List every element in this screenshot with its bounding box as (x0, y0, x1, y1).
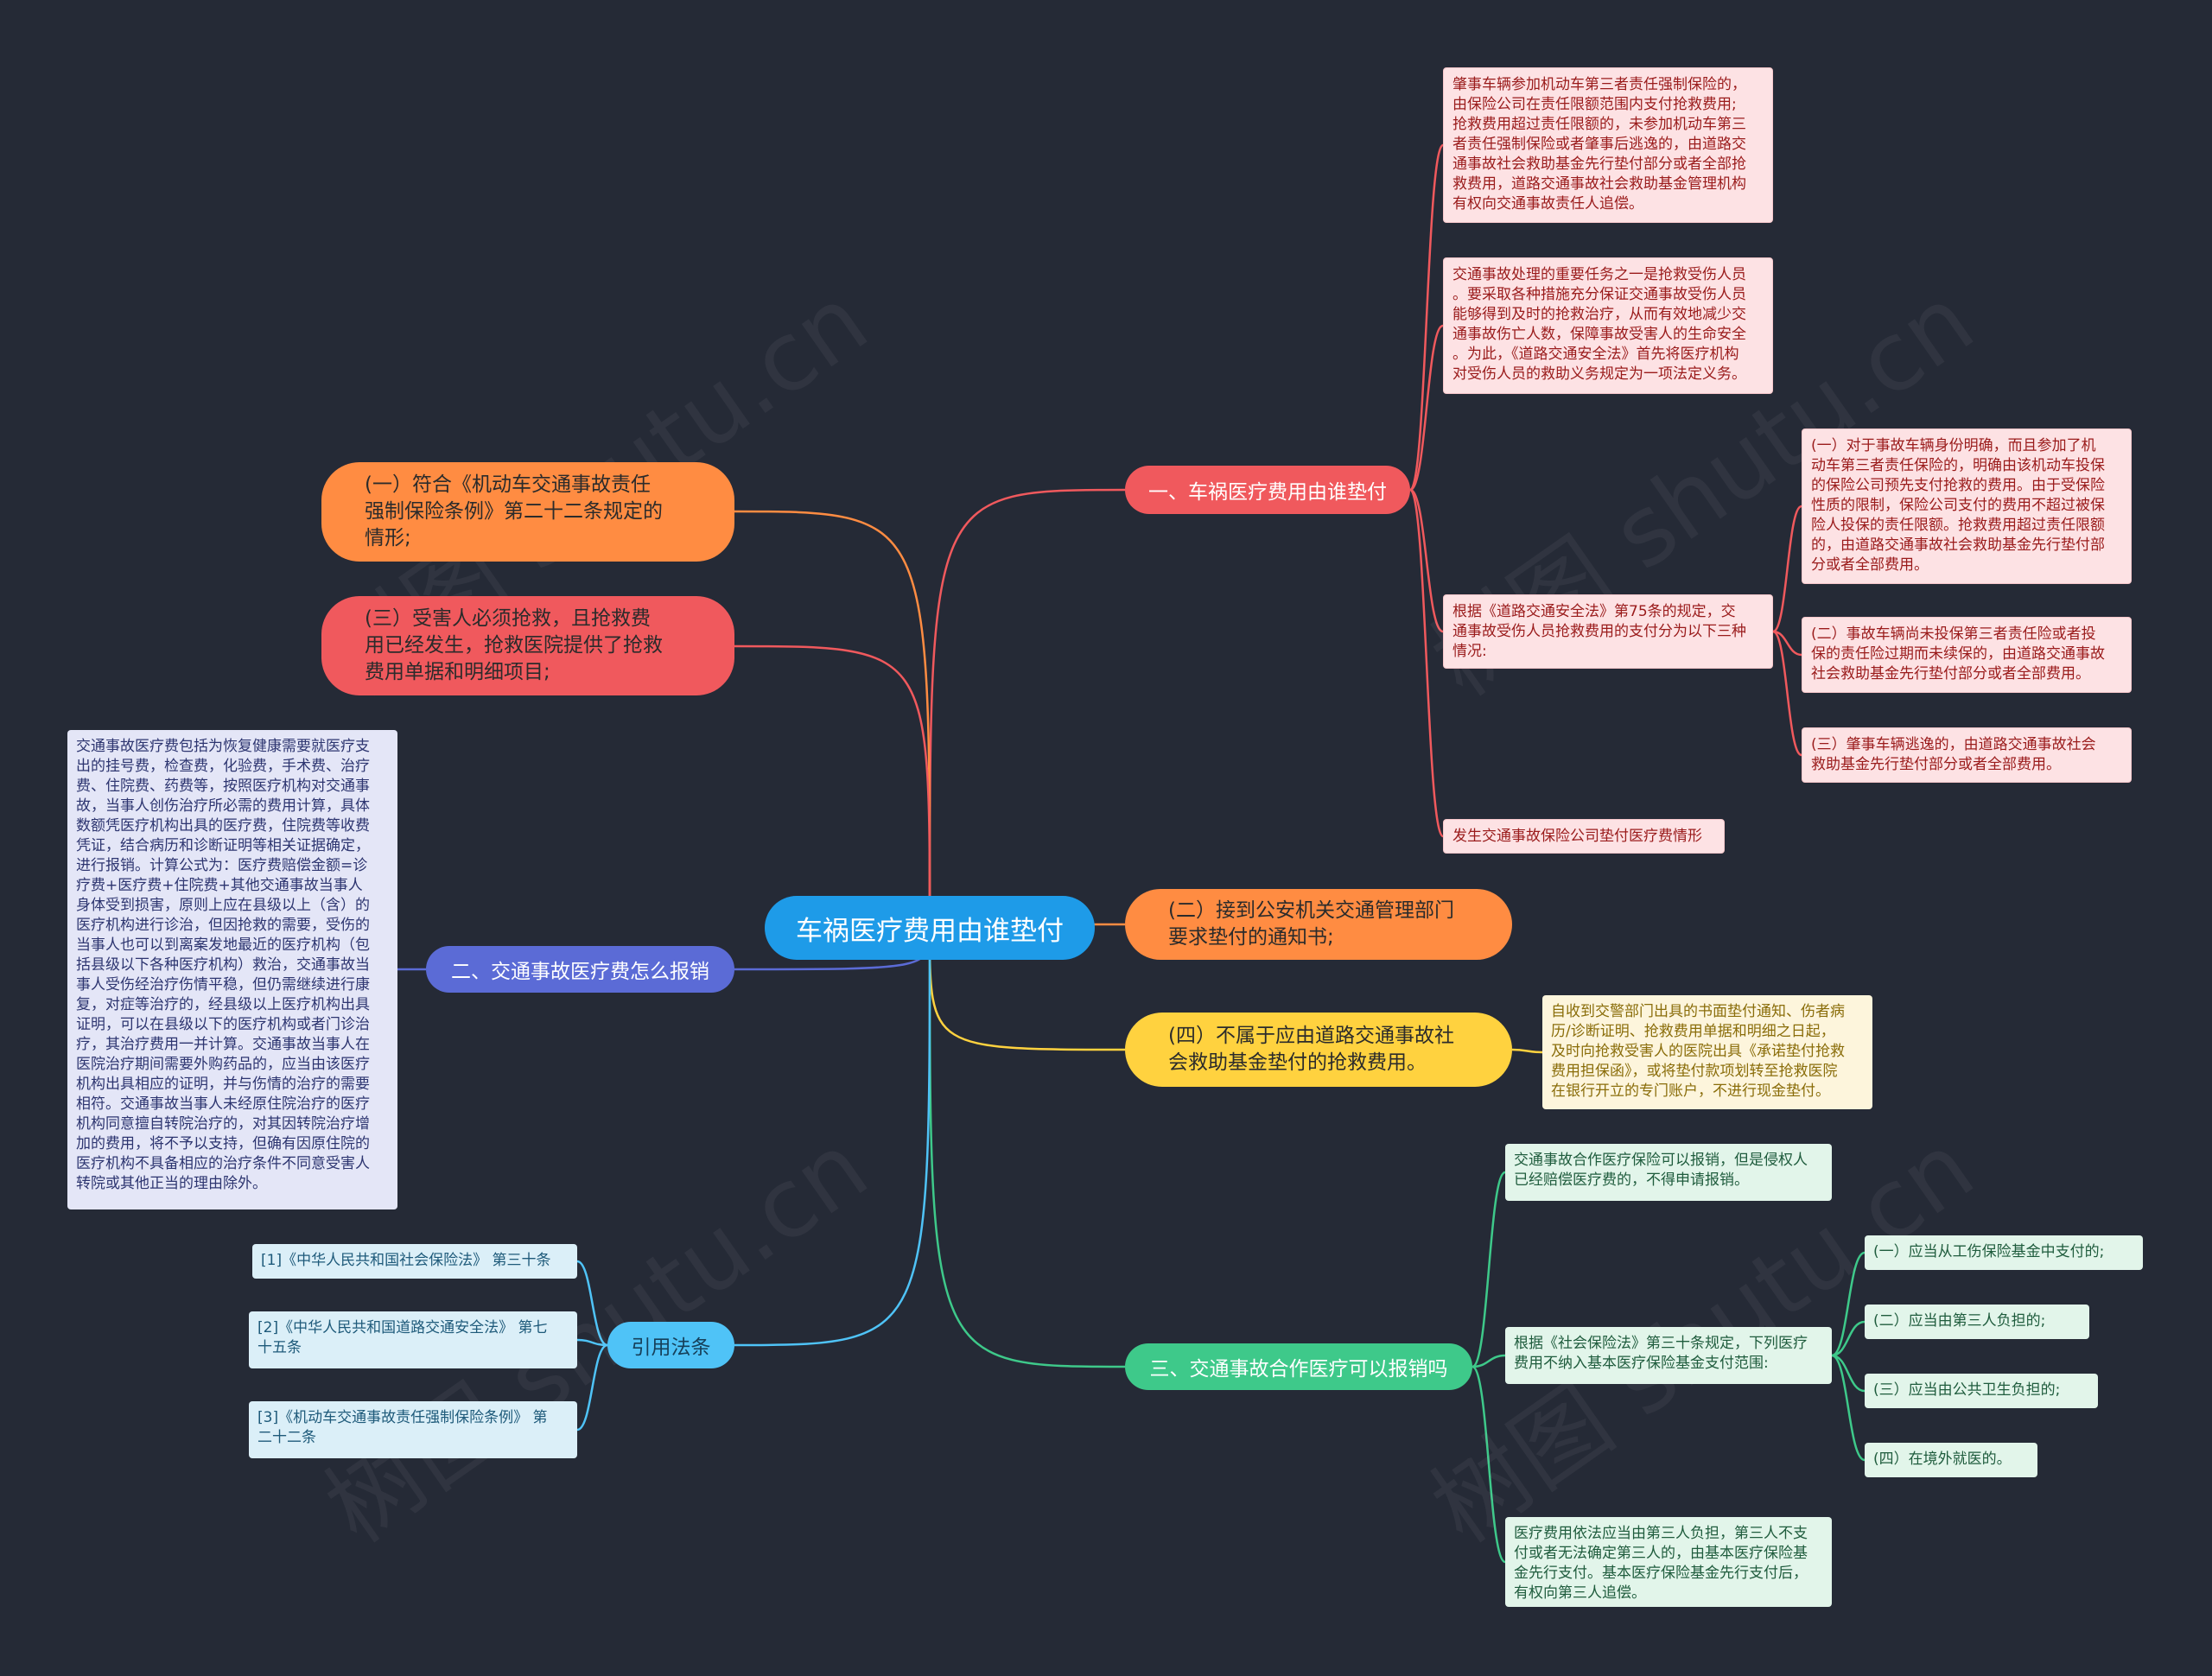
link-root-left-bubble-2 (734, 644, 931, 929)
link-b1-sub3 (1772, 630, 1802, 757)
link-b1-note4 (1408, 488, 1445, 838)
link-b1-note2 (1409, 324, 1444, 492)
link-b3-item1 (1831, 1251, 1866, 1357)
reference-1[interactable]: [1]《中华人民共和国社会保险法》 第三十条 (252, 1244, 577, 1279)
branch-3-note-2: 根据《社会保险法》第三十条规定，下列医疗 费用不纳入基本医疗保险基金支付范围: (1505, 1327, 1832, 1384)
link-b3-item4 (1831, 1354, 1866, 1462)
branch-3-note-1: 交通事故合作医疗保险可以报销，但是侵权人 已经赔偿医疗费的，不得申请报销。 (1505, 1144, 1832, 1201)
branch-1-sub-1: (一）对于事故车辆身份明确，而且参加了机 动车第三者责任保险的，明确由该机动车投… (1802, 429, 2132, 584)
branch-1-note-1: 肇事车辆参加机动车第三者责任强制保险的， 由保险公司在责任限额范围内支付抢救费用… (1443, 67, 1773, 223)
right-bubble-2-note: 自收到交警部门出具的书面垫付通知、伤者病 历/诊断证明、抢救费用单据和明细之日起… (1542, 995, 1872, 1109)
left-bubble-2[interactable]: (三）受害人必须抢救，且抢救费 用已经发生，抢救医院提供了抢救 费用单据和明细项… (321, 596, 734, 695)
link-b1-sub1 (1772, 505, 1802, 633)
link-root-branch4 (734, 927, 931, 1347)
link-root-branch1 (928, 488, 1126, 929)
link-b1-note1 (1408, 143, 1445, 492)
branch-2-topic[interactable]: 二、交通事故医疗费怎么报销 (426, 946, 734, 993)
branch-3-item-1: (一）应当从工伤保险基金中支付的; (1865, 1235, 2143, 1270)
root-topic[interactable]: 车祸医疗费用由谁垫付 (765, 896, 1095, 960)
branch-1-sub-2: (二）事故车辆尚未投保第三者责任险或者投 保的责任险过期而未续保的，由道路交通事… (1802, 617, 2132, 693)
reference-3[interactable]: [3]《机动车交通事故责任强制保险条例》 第 二十二条 (249, 1401, 577, 1458)
branch-3-note-3: 医疗费用依法应当由第三人负担，第三人不支 付或者无法确定第三人的，由基本医疗保险… (1505, 1517, 1832, 1607)
branch-3-topic[interactable]: 三、交通事故合作医疗可以报销吗 (1125, 1343, 1472, 1390)
link-b3-item2 (1831, 1320, 1866, 1357)
branch-4-topic[interactable]: 引用法条 (607, 1322, 734, 1368)
reference-2[interactable]: [2]《中华人民共和国道路交通安全法》 第七 十五条 (249, 1311, 577, 1368)
branch-1-note-2: 交通事故处理的重要任务之一是抢救受伤人员 。要采取各种措施充分保证交通事故受伤人… (1443, 257, 1773, 394)
right-bubble-2[interactable]: (四）不属于应由道路交通事故社 会救助基金垫付的抢救费用。 (1125, 1013, 1512, 1087)
link-b3-note1 (1471, 1171, 1506, 1368)
right-bubble-1[interactable]: (二）接到公安机关交通管理部门 要求垫付的通知书; (1125, 889, 1512, 960)
link-b4-ref1 (576, 1260, 608, 1347)
branch-1-sub-3: (三）肇事车辆逃逸的，由道路交通事故社会 救助基金先行垫付部分或者全部费用。 (1802, 727, 2132, 783)
link-b4-ref2 (576, 1338, 608, 1347)
left-bubble-1[interactable]: (一）符合《机动车交通事故责任 强制保险条例》第二十二条规定的 情形; (321, 462, 734, 562)
link-root-branch3 (928, 927, 1126, 1368)
branch-3-item-2: (二）应当由第三人负担的; (1865, 1305, 2089, 1339)
branch-1-topic[interactable]: 一、车祸医疗费用由谁垫付 (1125, 466, 1410, 514)
link-root-left-bubble-1 (734, 510, 931, 929)
branch-1-note-3: 根据《道路交通安全法》第75条的规定，交 通事故受伤人员抢救费用的支付分为以下三… (1443, 594, 1773, 669)
branch-1-note-4: 发生交通事故保险公司垫付医疗费情形 (1443, 819, 1725, 854)
link-b1-note3 (1409, 488, 1444, 633)
link-rb2-note (1511, 1048, 1543, 1054)
link-b3-note2 (1471, 1354, 1506, 1368)
branch-3-item-3: (三）应当由公共卫生负担的; (1865, 1374, 2098, 1408)
branch-2-note: 交通事故医疗费包括为恢复健康需要就医疗支 出的挂号费，检查费，化验费，手术费、治… (67, 730, 397, 1209)
link-b4-ref3 (576, 1343, 608, 1432)
branch-3-item-4: (四）在境外就医的。 (1865, 1443, 2037, 1477)
link-b3-note3 (1471, 1365, 1506, 1564)
